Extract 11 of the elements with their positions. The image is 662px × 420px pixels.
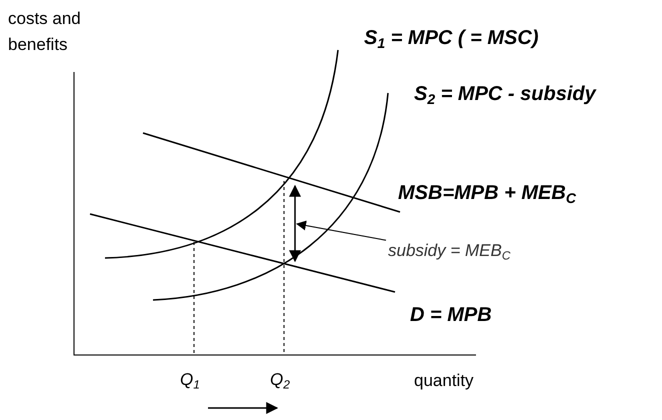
curve-label: S$_{1}$ = MPC ( = MSC) bbox=[364, 26, 538, 52]
axis-tick-label: Q$_{2}$ bbox=[270, 370, 290, 392]
axis-tick-label: Q$_{1}$ bbox=[180, 370, 200, 392]
axis-label: costs and benefits bbox=[8, 8, 82, 56]
double-arrow bbox=[289, 184, 301, 262]
axis-label: quantity bbox=[414, 371, 474, 392]
leader-line bbox=[296, 220, 386, 241]
curve-label: S$_{2}$ = MPC - subsidy bbox=[414, 82, 596, 108]
curve-label: D = MPB bbox=[410, 303, 492, 327]
curve-label: MSB=MPB + MEB$_{C}$ bbox=[398, 181, 576, 207]
annotation-label: subsidy = MEB$_{C}$ bbox=[388, 241, 510, 263]
